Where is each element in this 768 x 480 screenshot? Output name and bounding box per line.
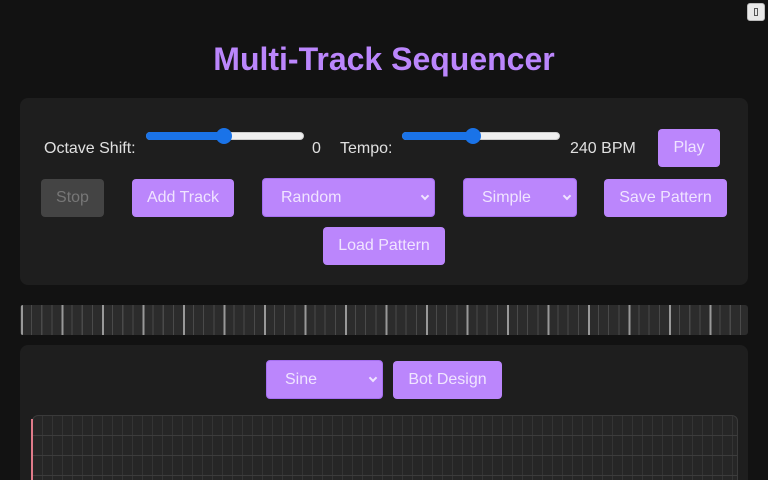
bot-design-button[interactable]: Bot Design xyxy=(393,361,502,399)
play-button[interactable]: Play xyxy=(658,129,720,167)
stop-button[interactable]: Stop xyxy=(41,179,104,217)
pattern-select-value: Random xyxy=(281,188,342,206)
fullscreen-button[interactable] xyxy=(747,3,765,21)
tempo-label: Tempo: xyxy=(340,140,393,157)
playhead xyxy=(31,419,33,480)
timeline-ruler[interactable] xyxy=(20,305,748,335)
chevron-down-icon xyxy=(420,191,430,200)
load-pattern-button[interactable]: Load Pattern xyxy=(323,227,445,265)
octave-slider[interactable] xyxy=(146,128,304,144)
save-pattern-button[interactable]: Save Pattern xyxy=(604,179,727,217)
waveform-select-value: Sine xyxy=(285,370,318,388)
fullscreen-icon xyxy=(754,8,758,16)
octave-label: Octave Shift: xyxy=(44,140,136,157)
octave-value: 0 xyxy=(312,140,321,157)
tempo-slider-fill xyxy=(402,132,474,140)
pattern-select[interactable]: Random xyxy=(262,178,435,217)
tempo-slider-thumb[interactable] xyxy=(465,128,481,144)
add-track-button[interactable]: Add Track xyxy=(132,179,234,217)
octave-slider-fill xyxy=(146,132,224,140)
note-grid[interactable] xyxy=(32,415,738,480)
tempo-value: 240 BPM xyxy=(570,140,636,157)
page-title: Multi-Track Sequencer xyxy=(213,41,555,77)
complexity-select-value: Simple xyxy=(482,188,531,206)
complexity-select[interactable]: Simple xyxy=(463,178,577,217)
tempo-slider[interactable] xyxy=(402,128,560,144)
waveform-select[interactable]: Sine xyxy=(266,360,383,399)
octave-slider-thumb[interactable] xyxy=(216,128,232,144)
chevron-down-icon xyxy=(562,191,572,200)
chevron-down-icon xyxy=(368,373,378,382)
